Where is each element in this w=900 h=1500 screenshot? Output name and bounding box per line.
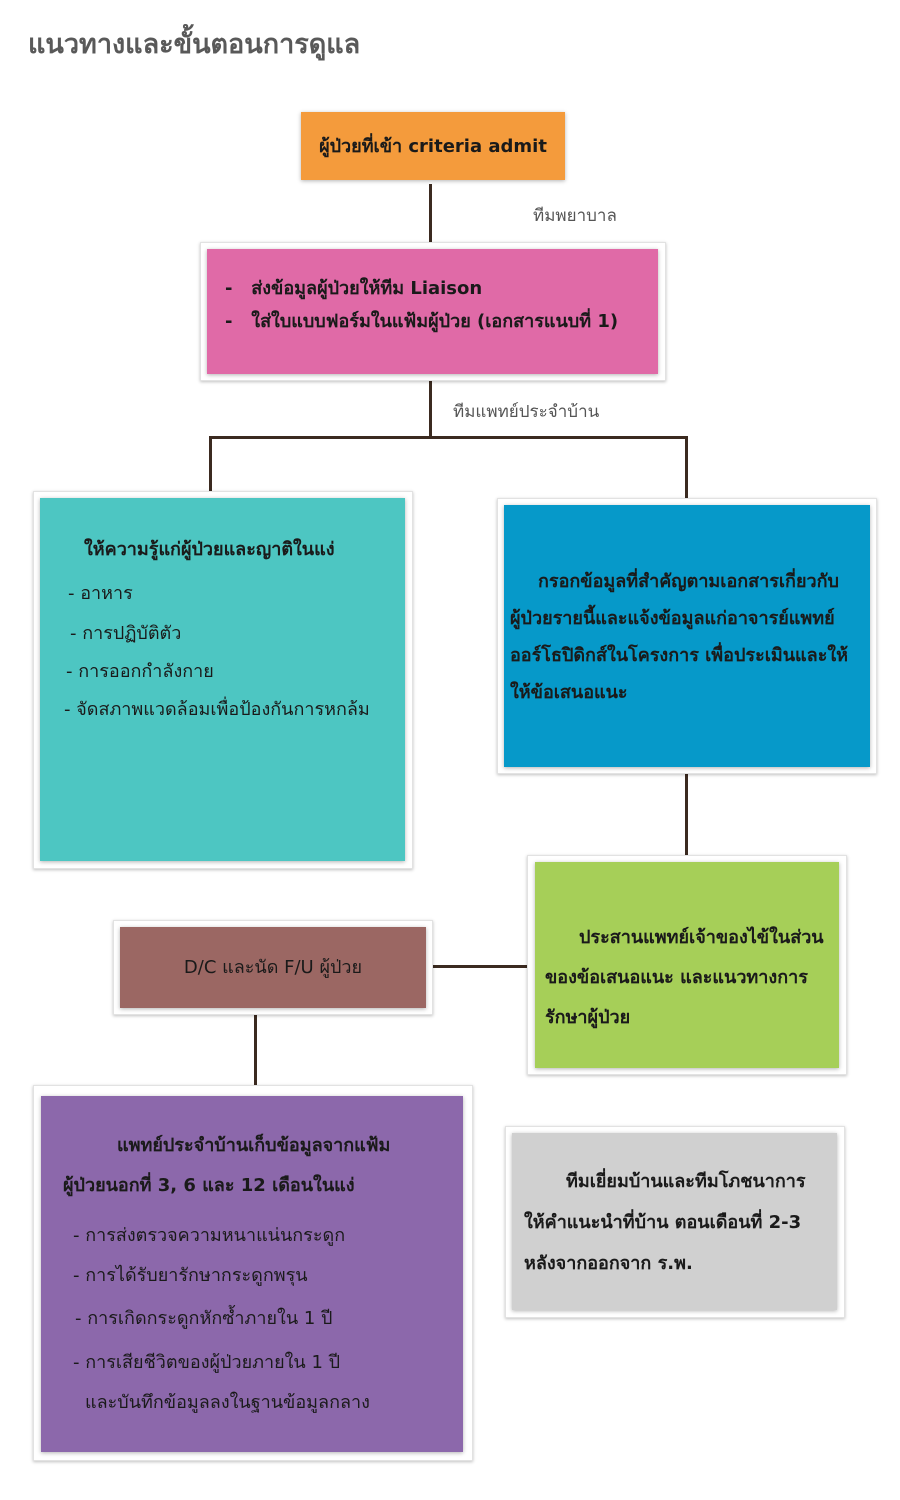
node-liaison-item: - ส่งข้อมูลผู้ป่วยให้ทีม Liaison: [225, 278, 483, 299]
node-coordinate: ประสานแพทย์เจ้าของไข้ในส่วน ของข้อเสนอแน…: [535, 862, 839, 1068]
node-followup-line: ผู้ป่วยนอกที่ 3, 6 และ 12 เดือนในแง่: [63, 1175, 355, 1196]
node-followup-line: แพทย์ประจำบ้านเก็บข้อมูลจากแฟ้ม: [117, 1135, 391, 1156]
node-coordinate-line: ของข้อเสนอแนะ และแนวทางการ: [545, 967, 808, 988]
node-home-visit: ทีมเยี่ยมบ้านและทีมโภชนาการ ให้คำแนะนำที…: [512, 1133, 837, 1310]
node-followup-item: - การส่งตรวจความหนาแน่นกระดูก: [73, 1225, 346, 1246]
node-followup-item: และบันทึกข้อมูลลงในฐานข้อมูลกลาง: [85, 1392, 370, 1413]
connector-data-coordinate: [685, 772, 688, 856]
node-data-entry-line: ให้ข้อเสนอแนะ: [510, 682, 628, 703]
connector-split-left: [209, 436, 212, 491]
node-home-visit-line: ให้คำแนะนำที่บ้าน ตอนเดือนที่ 2-3: [524, 1212, 802, 1233]
node-education: ให้ความรู้แก่ผู้ป่วยและญาติในแง่ - อาหาร…: [40, 498, 405, 861]
node-home-visit-line: ทีมเยี่ยมบ้านและทีมโภชนาการ: [566, 1171, 806, 1192]
connector-split-right: [685, 436, 688, 498]
node-coordinate-line: ประสานแพทย์เจ้าของไข้ในส่วน: [579, 927, 824, 948]
node-education-item: - อาหาร: [68, 583, 133, 604]
node-liaison-item: - ใส่ใบแบบฟอร์มในแฟ้มผู้ป่วย (เอกสารแนบท…: [225, 311, 619, 332]
node-data-entry-line: ผู้ป่วยรายนี้และแจ้งข้อมูลแก่อาจารย์แพทย…: [510, 608, 835, 629]
connector-coordinate-discharge: [432, 965, 530, 968]
node-data-entry-line: กรอกข้อมูลที่สำคัญตามเอกสารเกี่ยวกับ: [538, 571, 839, 592]
node-followup-item: - การเสียชีวิตของผู้ป่วยภายใน 1 ปี: [73, 1352, 341, 1373]
node-discharge: D/C และนัด F/U ผู้ป่วย: [120, 927, 426, 1008]
node-admit: ผู้ป่วยที่เข้า criteria admit: [301, 112, 565, 180]
node-education-item: - จัดสภาพแวดล้อมเพื่อป้องกันการหกล้ม: [64, 699, 370, 720]
node-coordinate-line: รักษาผู้ป่วย: [545, 1007, 631, 1028]
node-education-item: - การออกกำลังกาย: [66, 661, 214, 682]
node-discharge-label: D/C และนัด F/U ผู้ป่วย: [183, 957, 363, 978]
node-data-entry-line: ออร์โธปิดิกส์ในโครงการ เพื่อประเมินและให…: [510, 645, 849, 666]
connector-admit-liaison: [429, 184, 432, 242]
node-data-entry: กรอกข้อมูลที่สำคัญตามเอกสารเกี่ยวกับ ผู้…: [504, 505, 870, 767]
connector-liaison-split: [429, 378, 432, 438]
connector-split-horizontal: [209, 436, 687, 439]
edge-label-resident-team: ทีมแพทย์ประจำบ้าน: [453, 402, 600, 422]
node-education-item: - การปฏิบัติตัว: [70, 623, 182, 644]
edge-label-nurse-team: ทีมพยาบาล: [533, 206, 617, 226]
node-followup-item: - การได้รับยารักษากระดูกพรุน: [73, 1265, 308, 1286]
node-education-heading: ให้ความรู้แก่ผู้ป่วยและญาติในแง่: [84, 539, 335, 560]
node-admit-label: ผู้ป่วยที่เข้า criteria admit: [319, 135, 547, 157]
node-followup: แพทย์ประจำบ้านเก็บข้อมูลจากแฟ้ม ผู้ป่วยน…: [41, 1096, 463, 1452]
page-title: แนวทางและขั้นตอนการดูแล: [28, 29, 361, 60]
node-liaison: - ส่งข้อมูลผู้ป่วยให้ทีม Liaison - ใส่ใบ…: [207, 249, 658, 374]
connector-discharge-followup: [254, 1015, 257, 1085]
node-home-visit-line: หลังจากออกจาก ร.พ.: [524, 1253, 693, 1274]
node-followup-item: - การเกิดกระดูกหักซ้ำภายใน 1 ปี: [75, 1308, 333, 1329]
